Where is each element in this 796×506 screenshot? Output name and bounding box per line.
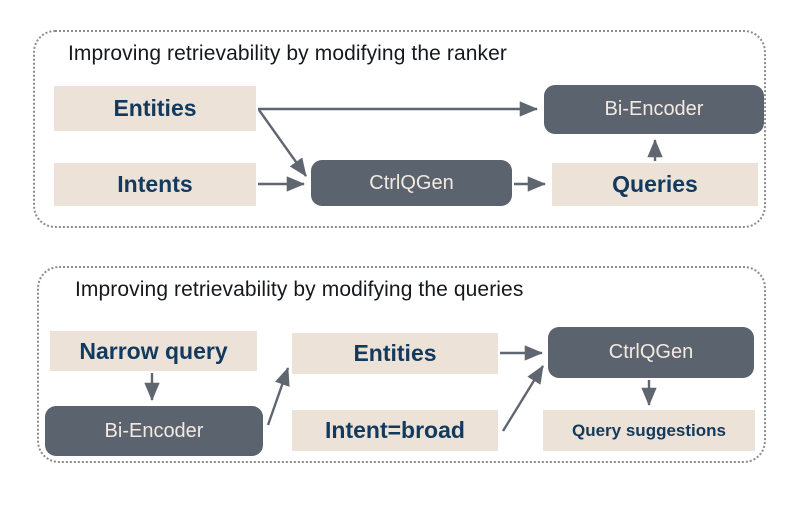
panel-queries bbox=[37, 266, 766, 463]
panel-queries-title: Improving retrievability by modifying th… bbox=[75, 278, 524, 301]
node-queries-ranker[interactable]: Queries bbox=[552, 163, 758, 206]
node-entities-ranker[interactable]: Entities bbox=[54, 86, 256, 131]
node-query-suggestions[interactable]: Query suggestions bbox=[543, 410, 755, 451]
node-ctrlqgen-queries[interactable]: CtrlQGen bbox=[548, 327, 754, 378]
node-intents-ranker[interactable]: Intents bbox=[54, 163, 256, 206]
node-entities-queries[interactable]: Entities bbox=[292, 333, 498, 374]
node-intent-broad[interactable]: Intent=broad bbox=[292, 410, 498, 451]
panel-ranker bbox=[33, 30, 766, 228]
panel-ranker-title: Improving retrievability by modifying th… bbox=[68, 42, 507, 65]
node-ctrlqgen-ranker[interactable]: CtrlQGen bbox=[311, 160, 512, 206]
node-biencoder-queries[interactable]: Bi-Encoder bbox=[45, 406, 263, 456]
node-narrow-query[interactable]: Narrow query bbox=[50, 331, 257, 371]
node-biencoder-ranker[interactable]: Bi-Encoder bbox=[544, 85, 764, 134]
